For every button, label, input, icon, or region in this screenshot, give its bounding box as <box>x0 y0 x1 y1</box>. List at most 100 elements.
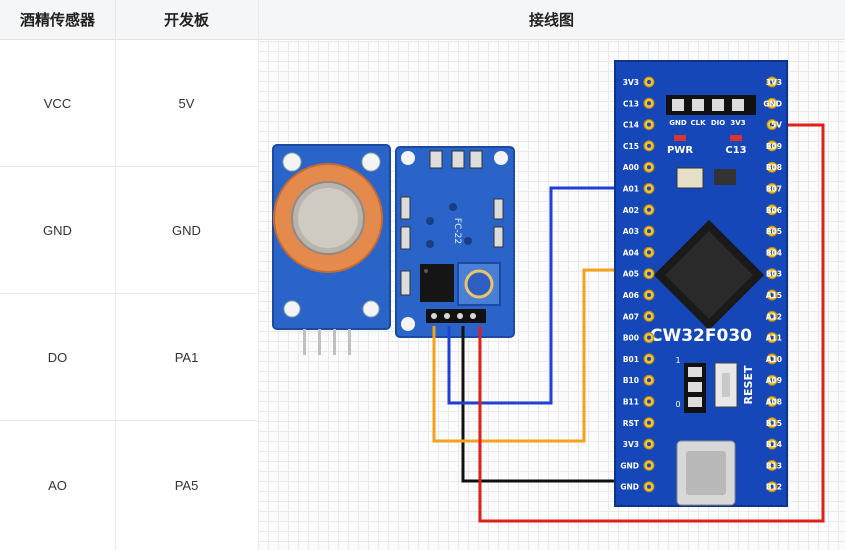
right-pin-label: A09 <box>766 376 782 385</box>
left-pin-hole <box>647 399 651 404</box>
right-pin-hole <box>770 484 774 489</box>
left-pin-label: A03 <box>623 227 639 236</box>
wiring-diagram: FC-22 GND CLK DIO 3V3 PWR C13 <box>258 41 845 550</box>
left-pin-label: A05 <box>623 270 639 279</box>
swd-label-gnd: GND <box>669 119 687 127</box>
right-pin-label: B15 <box>766 419 782 428</box>
board-name-label: CW32F030 <box>650 326 752 346</box>
wire-do <box>447 186 615 405</box>
header-board: 开发板 <box>115 0 258 40</box>
left-pin-hole <box>647 250 651 255</box>
right-pin-label: B06 <box>766 206 782 215</box>
wires <box>432 123 825 523</box>
left-pin-hole <box>647 271 651 276</box>
cell-board-gnd: GND <box>115 167 258 294</box>
left-pin-hole <box>647 442 651 447</box>
left-pin-hole <box>647 484 651 489</box>
left-pin-label: A06 <box>623 291 639 300</box>
right-pin-label: A12 <box>766 312 782 321</box>
left-pin-label: 3V3 <box>623 78 639 87</box>
right-pin-label: A10 <box>766 355 782 364</box>
right-pin-label: A08 <box>766 398 782 407</box>
right-pin-label: B03 <box>766 270 782 279</box>
wire-ao <box>432 268 615 443</box>
cell-board-pa1: PA1 <box>115 294 258 421</box>
right-pin-hole <box>770 271 774 276</box>
right-pin-hole <box>770 143 774 148</box>
left-pin-label: A00 <box>623 163 639 172</box>
right-pin-label: B09 <box>766 142 782 151</box>
right-pin-label: B13 <box>766 461 782 470</box>
left-pin-hole <box>647 207 651 212</box>
right-pin-hole <box>770 442 774 447</box>
left-pin-hole <box>647 378 651 383</box>
reset-label: RESET <box>742 365 755 404</box>
left-pin-label: B00 <box>623 334 639 343</box>
header-wiring: 接线图 <box>258 0 845 40</box>
right-pin-hole <box>770 80 774 84</box>
jumper-label-0: 0 <box>675 400 680 409</box>
left-pin-label: B01 <box>623 355 639 364</box>
left-pin-header: 3V3C13C14C15A00A01A02A03A04A05A06A07B00B… <box>620 76 655 493</box>
alcohol-sensor-board <box>272 144 391 355</box>
left-pin-label: C15 <box>623 142 639 151</box>
right-pin-hole <box>770 207 774 212</box>
right-pin-hole <box>770 229 774 234</box>
left-pin-hole <box>647 101 651 106</box>
left-pin-hole <box>647 463 651 468</box>
fc22-label: FC-22 <box>452 218 462 244</box>
right-pin-label: B05 <box>766 227 782 236</box>
swd-label-3v3: 3V3 <box>730 119 745 127</box>
right-pin-hole <box>770 165 774 170</box>
right-pin-hole <box>770 250 774 255</box>
left-pin-label: A02 <box>623 206 639 215</box>
wiring-diagram-svg: FC-22 GND CLK DIO 3V3 PWR C13 <box>272 60 825 523</box>
right-pin-hole <box>770 463 774 468</box>
left-pin-label: A01 <box>623 185 639 194</box>
wire-gnd <box>461 326 615 483</box>
right-pin-hole <box>770 378 774 383</box>
left-pin-hole <box>647 186 651 191</box>
cell-sensor-do: DO <box>0 294 115 421</box>
right-pin-hole <box>770 293 774 297</box>
right-pin-label: 3V3 <box>766 78 782 87</box>
swd-label-dio: DIO <box>711 119 725 127</box>
right-pin-hole <box>770 420 774 425</box>
left-pin-hole <box>647 165 651 170</box>
left-pin-hole <box>647 143 651 148</box>
right-pin-label: 5V <box>771 121 782 130</box>
right-pin-label: B14 <box>766 440 782 449</box>
right-pin-hole <box>770 335 774 340</box>
left-pin-label: GND <box>620 483 639 492</box>
right-pin-hole <box>770 314 774 319</box>
left-pin-label: A04 <box>623 248 639 257</box>
cell-board-pa5: PA5 <box>174 478 199 493</box>
right-pin-header: 3V3GND5VB09B08B07B06B05B04B03A15A12A11A1… <box>763 76 782 493</box>
pwr-label: PWR <box>667 145 693 156</box>
cw32f030-board: GND CLK DIO 3V3 PWR C13 CW32F030 1 0 RES… <box>614 60 788 507</box>
left-pin-hole <box>647 420 651 425</box>
swd-label-clk: CLK <box>690 119 706 127</box>
left-pin-hole <box>647 122 651 127</box>
left-pin-hole <box>647 314 651 319</box>
left-pin-label: A07 <box>623 312 639 321</box>
right-pin-hole <box>770 399 774 404</box>
c13-label: C13 <box>725 145 746 156</box>
right-pin-hole <box>770 186 774 191</box>
left-pin-label: B11 <box>623 398 639 407</box>
left-pin-label: C13 <box>623 99 639 108</box>
right-pin-label: B12 <box>766 483 782 492</box>
right-pin-label: B08 <box>766 163 782 172</box>
right-pin-label: B04 <box>766 248 782 257</box>
right-pin-hole <box>770 122 774 127</box>
left-pin-hole <box>647 80 651 84</box>
right-pin-hole <box>770 356 774 361</box>
cell-board-5v: 5V <box>115 40 258 167</box>
left-pin-hole <box>647 335 651 340</box>
cell-sensor-ao: AO <box>48 478 67 493</box>
right-pin-hole <box>770 101 774 106</box>
left-pin-hole <box>647 229 651 234</box>
cell-sensor-gnd: GND <box>0 167 115 294</box>
left-pin-hole <box>647 356 651 361</box>
